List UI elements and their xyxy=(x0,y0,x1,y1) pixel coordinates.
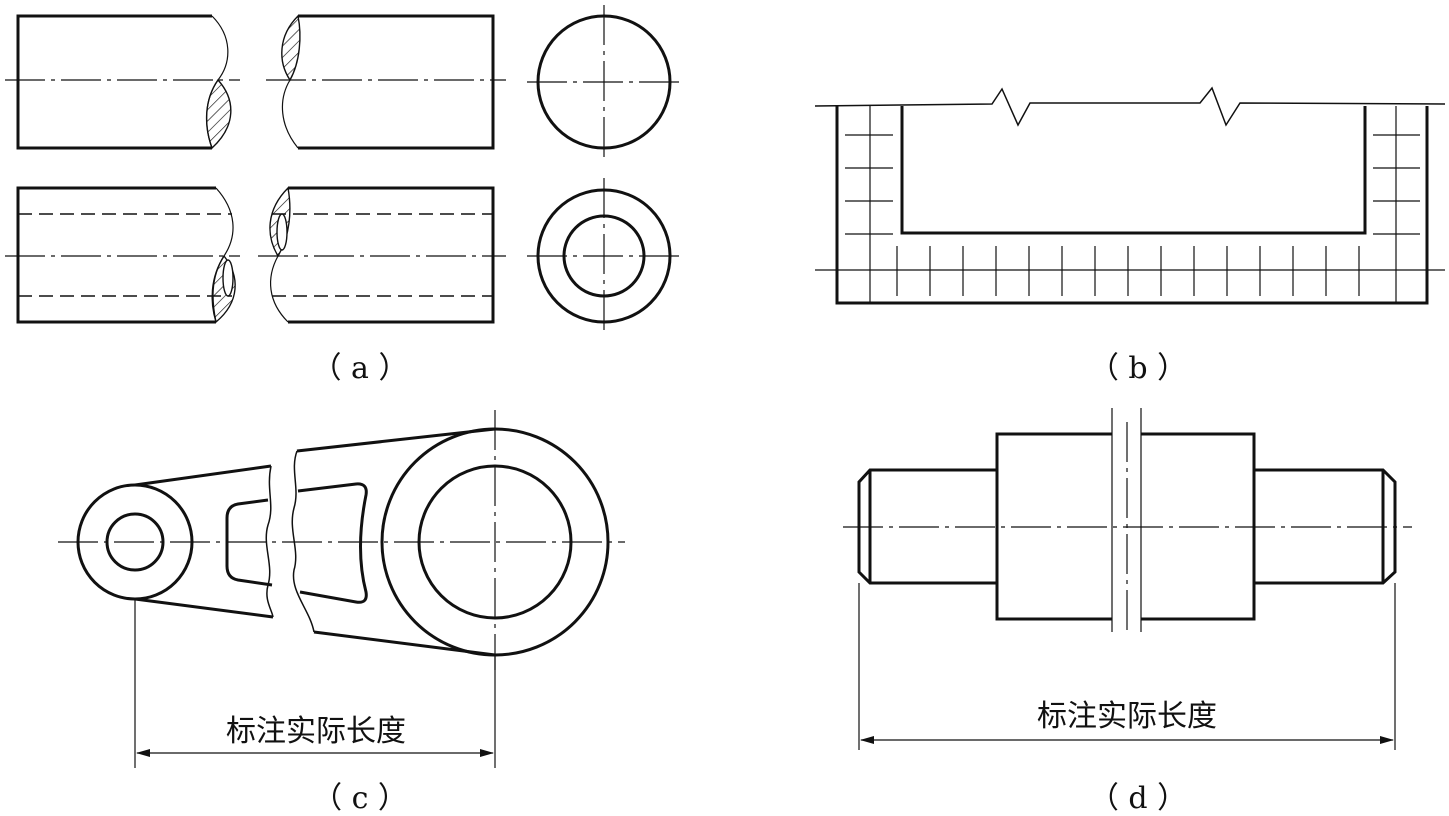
caption-b: （ b ） xyxy=(1089,351,1187,386)
arm-right-segment xyxy=(291,427,496,657)
caption-d: （ d ） xyxy=(1089,781,1187,811)
right-post-ticks xyxy=(1373,134,1420,235)
frame-outer xyxy=(835,106,1429,305)
figure-d: 标注实际长度 （ d ） xyxy=(843,408,1412,816)
solid-shaft-right-part xyxy=(281,14,495,150)
frame-inner xyxy=(900,106,1367,235)
solid-shaft-left-part xyxy=(16,14,232,150)
hollow-shaft-left-part xyxy=(16,186,236,324)
bottom-beam-ticks xyxy=(896,246,1360,296)
arm-left-segment xyxy=(134,464,274,619)
solid-end-view xyxy=(527,5,683,158)
break-line xyxy=(814,86,1446,127)
hollow-shaft-right-part xyxy=(269,186,495,324)
caption-c: （ c ） xyxy=(312,781,408,811)
hollow-end-view xyxy=(527,178,683,332)
dimension-label-d: 标注实际长度 xyxy=(1037,699,1217,734)
figure-b: （ b ） xyxy=(814,86,1446,386)
left-post-ticks xyxy=(845,134,893,235)
caption-a: （ a ） xyxy=(312,351,409,386)
central-body xyxy=(995,408,1256,632)
figure-c: 标注实际长度 （ c ） xyxy=(58,410,625,816)
dimension-label-c: 标注实际长度 xyxy=(226,714,406,749)
figure-a: （ a ） xyxy=(5,5,683,386)
